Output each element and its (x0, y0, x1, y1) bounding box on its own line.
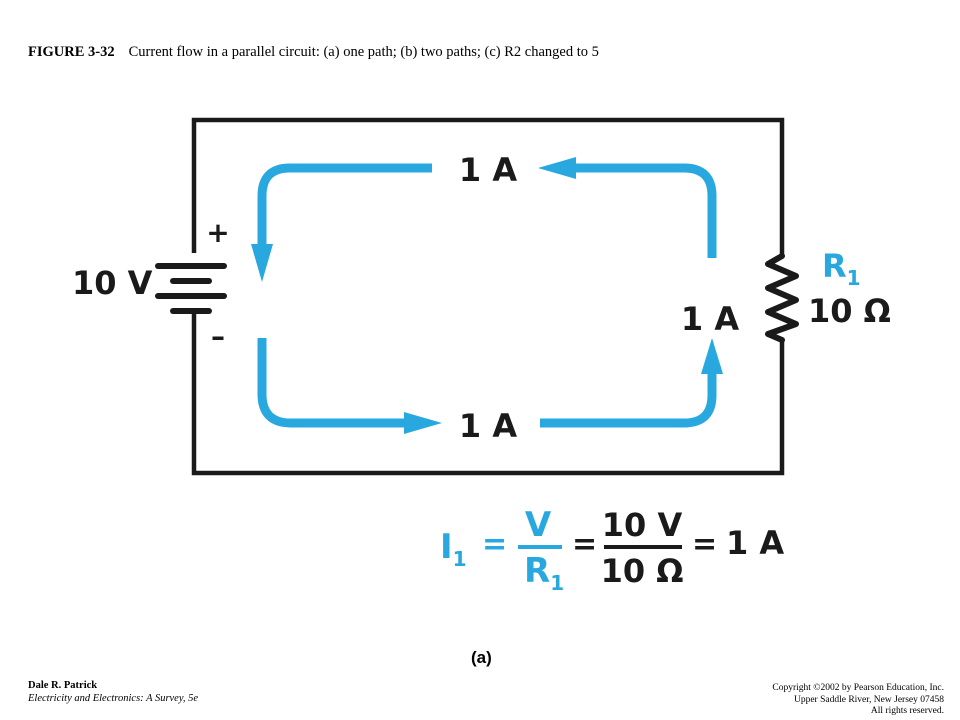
figure-number: FIGURE 3-32 (28, 44, 115, 60)
footer-author-block: Dale R. Patrick Electricity and Electron… (28, 680, 198, 705)
equation-denominator-r: R1 (524, 551, 564, 595)
equation-equals-1: = (482, 527, 507, 562)
footer-book-title: Electricity and Electronics: A Survey, 5… (28, 692, 199, 704)
battery-symbol (155, 263, 227, 314)
copyright-line-1: Copyright ©2002 by Pearson Education, In… (772, 683, 944, 693)
current-path-top-left (257, 163, 432, 248)
current-path-bottom-right (540, 370, 717, 428)
arrowhead-left-down (251, 244, 273, 282)
arrowhead-bottom-right (404, 412, 442, 434)
circuit-wire (191, 117, 785, 476)
ohms-law-equation: I1 = V R1 = 10 V 10 Ω = 1 A (440, 505, 784, 595)
current-top-label: 1 A (459, 151, 517, 189)
equation-numerator-10v: 10 V (602, 506, 683, 544)
fraction-bar-2 (604, 545, 682, 549)
equation-equals-3: = (692, 527, 717, 562)
footer-copyright-block: Copyright ©2002 by Pearson Education, In… (772, 683, 944, 718)
current-arrowheads (251, 157, 723, 434)
equation-numerator-v: V (525, 505, 552, 545)
current-bottom-label: 1 A (459, 407, 517, 445)
copyright-line-2: Upper Saddle River, New Jersey 07458 (793, 694, 944, 705)
battery-plus-sign: + (206, 216, 229, 249)
resistor-name-label: R1 (822, 247, 861, 290)
battery-voltage-label: 10 V (72, 264, 153, 302)
current-path-bottom-left (257, 338, 412, 428)
equation-equals-2: = (572, 527, 597, 562)
current-path-top-right (570, 163, 717, 258)
equation-denominator-10ohm: 10 Ω (601, 552, 684, 590)
equation-result: 1 A (726, 524, 784, 562)
resistor-symbol (765, 253, 799, 343)
equation-lhs: I1 (440, 527, 467, 571)
resistor-value-label: 10 Ω (808, 292, 891, 330)
current-right-label: 1 A (681, 300, 739, 338)
fraction-bar-1 (518, 545, 562, 549)
figure-caption-text: Current flow in a parallel circuit: (a) … (128, 44, 599, 60)
current-flow-arrows (257, 163, 717, 428)
arrowhead-top-left (538, 157, 576, 179)
figure-caption: FIGURE 3-32 Current flow in a parallel ci… (28, 44, 599, 61)
copyright-line-3: All rights reserved. (870, 706, 944, 716)
arrowhead-right-up (701, 338, 723, 374)
subfigure-label: (a) (471, 648, 492, 667)
battery-minus-sign: – (211, 320, 225, 353)
footer-author: Dale R. Patrick (28, 680, 98, 691)
